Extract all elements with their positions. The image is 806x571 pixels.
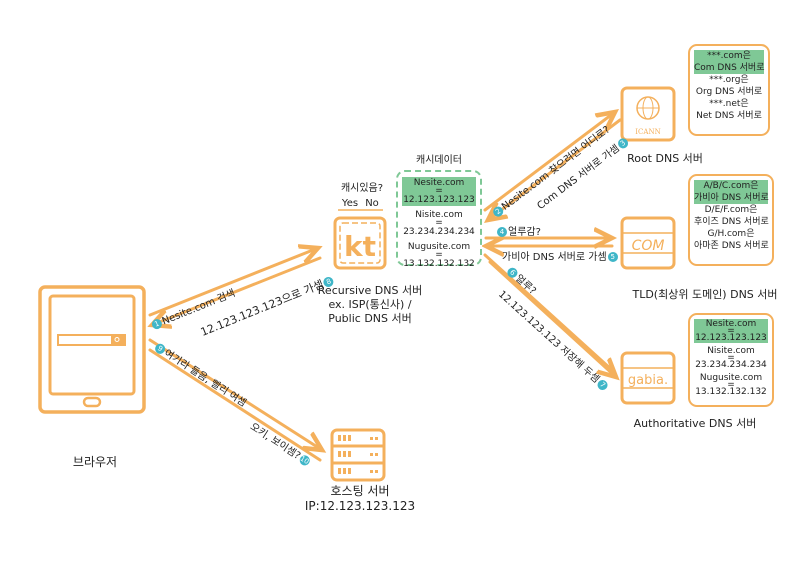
root-bubble: ***.com은 Com DNS 서버로 ***.org은 Org DNS 서버…	[688, 44, 770, 136]
bubble-line: 아마존 DNS 서버로	[694, 241, 769, 251]
recursive-line3: Public DNS 서버	[328, 312, 412, 325]
bubble-line: 후이즈 DNS 서버로	[694, 217, 769, 227]
com-server-icon: COM	[620, 216, 676, 270]
icann-server-icon: ICANN	[620, 86, 676, 142]
bubble-line: ***.net은	[709, 99, 749, 109]
step-badge: 5	[607, 252, 618, 262]
cache-domain: Nesite.com	[413, 178, 465, 188]
arrow-step7	[488, 260, 616, 377]
arrow-step6	[483, 253, 614, 372]
bubble-line: =	[727, 380, 735, 390]
bubble-line: Nugusite.com	[699, 373, 763, 383]
cache-data-box: Nesite.com = 12.123.123.123 Nisite.com =…	[396, 170, 482, 269]
bubble-line: Nisite.com	[707, 346, 755, 356]
arrow-step1	[148, 248, 318, 317]
svg-text:COM: COM	[632, 238, 665, 254]
bubble-line: Net DNS 서버로	[696, 111, 762, 121]
kt-logo-icon: kt	[333, 209, 387, 270]
bubble-line: G/H.com은	[707, 229, 755, 239]
bubble-line: ***.org은	[709, 75, 749, 85]
cache-ip: 13.132.132.132	[403, 259, 475, 269]
cache-eq: =	[435, 218, 443, 228]
bubble-line: Com DNS 서버로	[694, 63, 765, 73]
bubble-line: Org DNS 서버로	[695, 87, 763, 97]
cache-entry: Nisite.com = 23.234.234.234	[402, 209, 476, 238]
cache-eq: =	[435, 186, 443, 196]
bubble-line: 가비아 DNS 서버로	[694, 193, 769, 203]
cache-domain: Nugusite.com	[407, 242, 471, 252]
authoritative-dns-label: Authoritative DNS 서버	[633, 417, 757, 430]
cache-entry: Nugusite.com = 13.132.132.132	[402, 241, 476, 270]
cache-title: 캐시데이터	[416, 155, 462, 166]
hosting-server-label: 호스팅 서버 IP:12.123.123.123	[290, 484, 430, 514]
cache-eq: =	[435, 250, 443, 260]
cache-ip: 23.234.234.234	[403, 227, 475, 237]
hosting-server-icon	[330, 428, 386, 482]
bubble-line: ***.com은	[707, 51, 751, 61]
hosting-line2: IP:12.123.123.123	[304, 499, 416, 513]
cache-domain: Nisite.com	[415, 210, 463, 220]
tablet-browser-icon	[38, 285, 146, 414]
bubble-line: =	[727, 326, 735, 336]
cache-entry: Nesite.com = 12.123.123.123	[402, 177, 476, 206]
hosting-line1: 호스팅 서버	[330, 484, 390, 498]
auth-bubble-highlight: Nesite.com = 12.123.123.123	[694, 319, 768, 343]
bubble-line: Nesite.com	[705, 319, 757, 329]
tld-dns-label: TLD(최상위 도메인) DNS 서버	[632, 288, 778, 301]
tld-bubble: A/B/C.com은 가비아 DNS 서버로 D/E/F.com은 후이즈 DN…	[688, 174, 774, 266]
step-badge: 4	[497, 227, 507, 237]
bubble-line: 23.234.234.234	[695, 360, 767, 370]
svg-text:kt: kt	[344, 230, 376, 263]
authoritative-bubble: Nesite.com = 12.123.123.123 Nisite.com =…	[688, 313, 774, 407]
arrow-step3	[488, 118, 622, 220]
bubble-line: D/E/F.com은	[704, 205, 758, 215]
root-dns-label: Root DNS 서버	[627, 152, 703, 165]
step-text: 얼루감?	[508, 227, 541, 238]
arrow-step2	[483, 112, 615, 212]
no-label: No	[365, 198, 379, 209]
step-text: 가비아 DNS 서버로 가셈	[502, 252, 607, 263]
tld-bubble-highlight: A/B/C.com은 가비아 DNS 서버로	[694, 180, 769, 204]
yes-label: Yes	[341, 198, 359, 209]
arrow-step9	[148, 338, 322, 450]
arrow-step10	[148, 348, 322, 462]
arrow-step8	[152, 256, 322, 325]
svg-text:ICANN: ICANN	[635, 128, 660, 136]
browser-label: 브라우저	[72, 455, 118, 469]
bubble-line: 12.123.123.123	[695, 333, 767, 343]
recursive-line2: ex. ISP(통신사) /	[328, 298, 412, 311]
recursive-line1: Recursive DNS 서버	[317, 284, 423, 297]
recursive-dns-label: Recursive DNS 서버 ex. ISP(통신사) / Public D…	[290, 284, 450, 326]
root-bubble-highlight: ***.com은 Com DNS 서버로	[694, 50, 765, 74]
bubble-line: A/B/C.com은	[703, 181, 759, 191]
cache-question-label: 캐시있음?	[340, 183, 384, 194]
bubble-line: 13.132.132.132	[695, 387, 767, 397]
bubble-line: =	[727, 353, 735, 363]
svg-text:gabia.: gabia.	[628, 373, 668, 388]
cache-ip: 12.123.123.123	[403, 195, 475, 205]
gabia-server-icon: gabia.	[620, 351, 676, 405]
